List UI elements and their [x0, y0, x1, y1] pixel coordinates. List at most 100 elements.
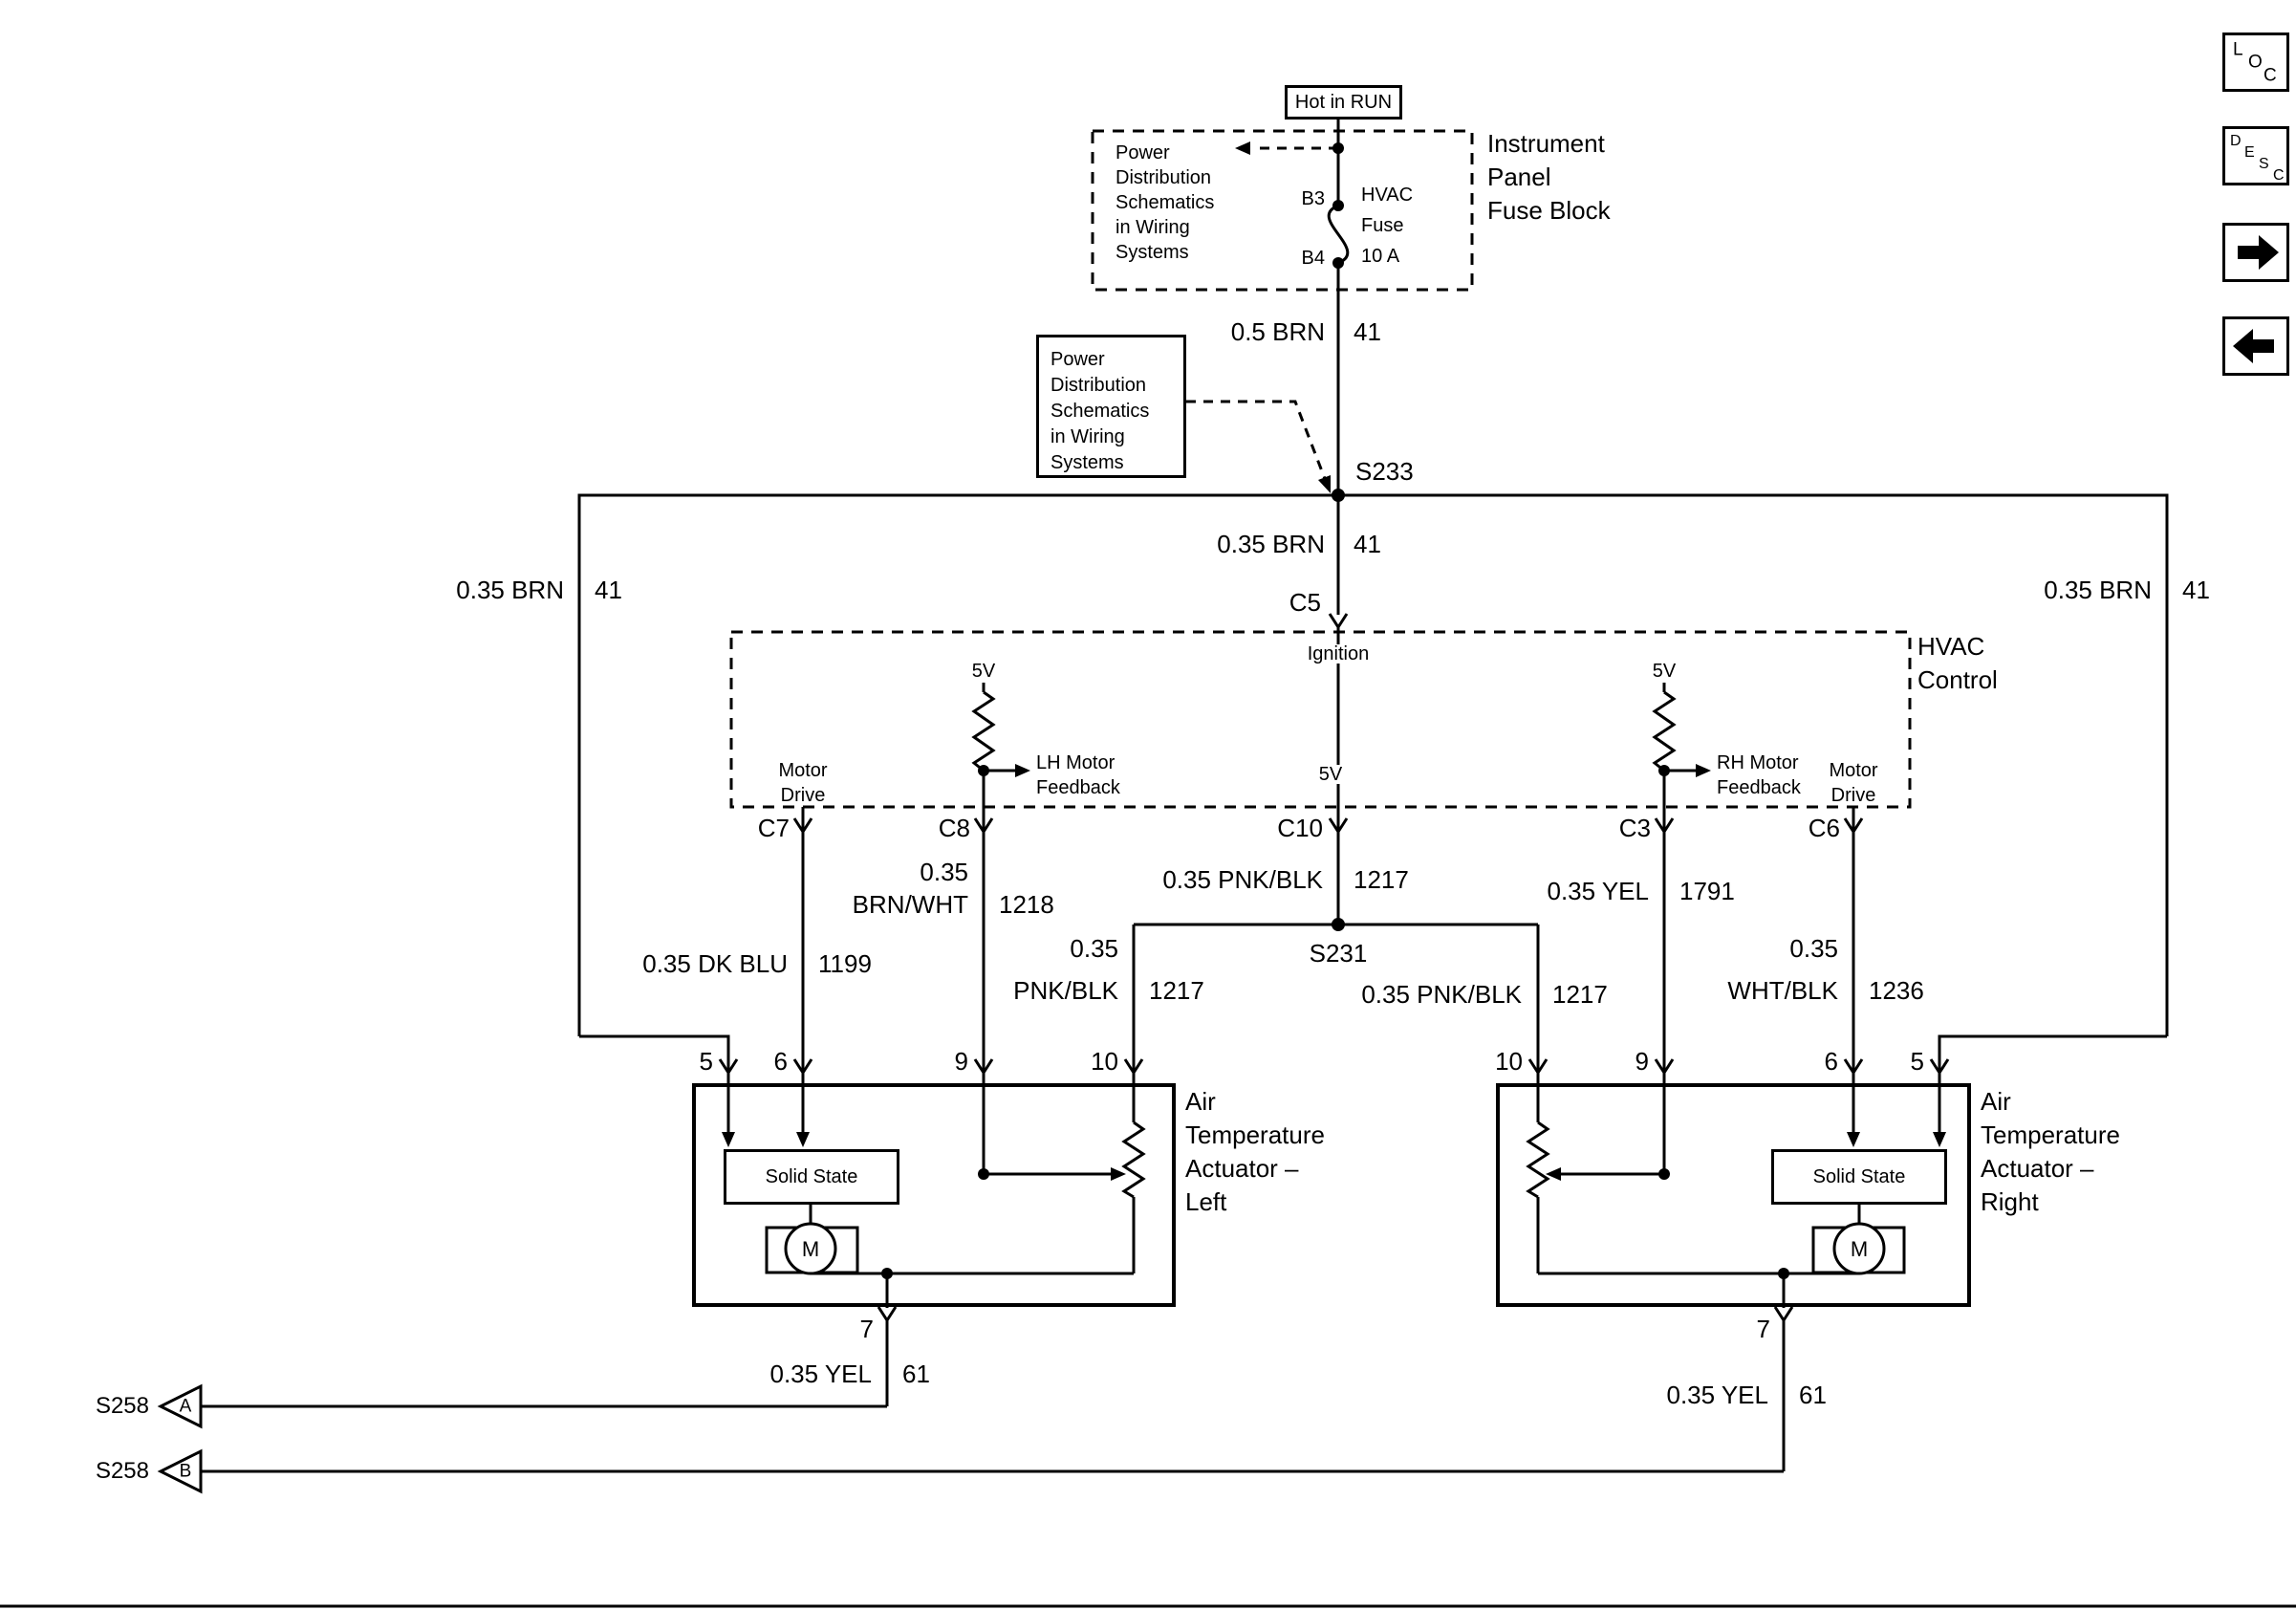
loc-letter: C — [2264, 65, 2277, 86]
circuit-61: 61 — [1799, 1381, 1827, 1409]
wire-branch-right-label: 0.35 PNK/BLK — [1361, 980, 1522, 1009]
left-actuator-title-line: Air — [1185, 1087, 1216, 1116]
left-actuator-resistor — [1121, 1120, 1146, 1199]
solid-state-right-box: Solid State — [1771, 1149, 1947, 1205]
right-actuator-outline — [1496, 1083, 1971, 1307]
s258-b-triangle — [157, 1448, 203, 1494]
left-pin-5: 5 — [699, 1047, 713, 1076]
motor-drive-left-line: Motor — [778, 760, 828, 781]
circuit-1217: 1217 — [1149, 976, 1204, 1005]
circuit-41: 41 — [1354, 317, 1381, 346]
loc-letter: L — [2233, 39, 2243, 60]
connector-c3-label: C3 — [1618, 814, 1651, 842]
right-motor-circle — [1832, 1222, 1886, 1275]
power-distribution-note-box: Power Distribution Schematics in Wiring … — [1036, 335, 1186, 478]
inline-connectors — [718, 613, 1950, 1321]
hvac-control-title-line: HVAC — [1917, 632, 1985, 661]
fuse-block-title-line: Fuse Block — [1487, 196, 1611, 225]
hot-in-run-label: Hot in RUN — [1294, 91, 1393, 113]
fuse-pin-b4: B4 — [1301, 248, 1325, 269]
wire-yel-left-label: 0.35 YEL — [769, 1360, 872, 1388]
fuse-note-line: in Wiring — [1116, 217, 1190, 238]
fuse-label-line: Fuse — [1361, 215, 1404, 236]
wire-branch-left-size: 0.35 — [1070, 934, 1118, 963]
right-actuator-title-line: Temperature — [1981, 1120, 2120, 1149]
5v-label-left: 5V — [971, 661, 996, 682]
left-actuator-title-line: Actuator – — [1185, 1154, 1299, 1183]
desc-letter: S — [2259, 156, 2269, 172]
connector-c6-label: C6 — [1808, 814, 1840, 842]
splice-s258-b-label: S258 — [95, 1458, 149, 1484]
forward-button[interactable] — [2222, 223, 2289, 282]
hvac-control-title-line: Control — [1917, 665, 1998, 694]
fuse-label-line: 10 A — [1361, 246, 1400, 267]
back-button[interactable] — [2222, 316, 2289, 376]
right-motor-label: M — [1850, 1237, 1869, 1261]
forward-arrow-icon — [2238, 235, 2279, 270]
wire-label-035brn-left: 0.35 BRN — [456, 576, 564, 604]
note-box-line: Power — [1051, 349, 1105, 370]
5v-label-center: 5V — [1313, 765, 1348, 784]
splice-s233-label: S233 — [1355, 457, 1414, 486]
solid-state-left-box: Solid State — [724, 1149, 899, 1205]
motor-drive-right-line: Motor — [1829, 760, 1878, 781]
wire-c6-size: 0.35 — [1789, 934, 1838, 963]
circuit-1218: 1218 — [999, 890, 1054, 919]
s231-splice-dot — [1332, 918, 1345, 931]
note-box-line: Systems — [1051, 452, 1124, 473]
connector-c10-label: C10 — [1277, 814, 1323, 842]
left-pin-6: 6 — [773, 1047, 788, 1076]
fuse-block-title-line: Panel — [1487, 163, 1551, 191]
right-pin-7: 7 — [1756, 1315, 1770, 1343]
wire-label-035brn-right: 0.35 BRN — [2044, 576, 2152, 604]
fuse-block-title-line: Instrument — [1487, 129, 1605, 158]
right-pin-5: 5 — [1910, 1047, 1924, 1076]
ignition-label: Ignition — [1302, 644, 1375, 664]
circuit-1791: 1791 — [1679, 877, 1735, 905]
connector-c5-label: C5 — [1289, 588, 1321, 617]
desc-letter: D — [2230, 133, 2242, 149]
desc-letter: C — [2273, 167, 2285, 184]
right-pin-9: 9 — [1635, 1047, 1649, 1076]
lh-feedback-line: Feedback — [1036, 777, 1120, 798]
5v-label-right: 5V — [1652, 661, 1677, 682]
wire-c10-label: 0.35 PNK/BLK — [1162, 865, 1323, 894]
wire-yel-right-label: 0.35 YEL — [1666, 1381, 1768, 1409]
arrowheads — [722, 141, 2279, 1181]
wire-label-035brn-center: 0.35 BRN — [1217, 530, 1325, 558]
note-box-line: in Wiring — [1051, 426, 1125, 447]
right-pin-10: 10 — [1495, 1047, 1523, 1076]
desc-letter: E — [2244, 144, 2255, 161]
lh-feedback-resistor — [971, 690, 996, 772]
loc-button[interactable] — [2222, 33, 2289, 92]
left-pin-9: 9 — [954, 1047, 968, 1076]
circuit-1217: 1217 — [1354, 865, 1409, 894]
fuse-element — [1327, 204, 1350, 265]
rh-feedback-line: RH Motor — [1717, 752, 1799, 773]
fuse-label-line: HVAC — [1361, 185, 1414, 206]
note-box-line: Distribution — [1051, 375, 1147, 396]
solid-state-right-label: Solid State — [1812, 1165, 1906, 1187]
circuit-61: 61 — [902, 1360, 930, 1388]
right-actuator-title-line: Air — [1981, 1087, 2011, 1116]
rh-feedback-line: Feedback — [1717, 777, 1801, 798]
loc-letter: O — [2248, 52, 2263, 73]
fuse-note-line: Systems — [1116, 242, 1189, 263]
hot-in-run-tag: Hot in RUN — [1285, 85, 1402, 120]
wire-c6-color: WHT/BLK — [1727, 976, 1838, 1005]
rh-feedback-resistor — [1652, 690, 1677, 772]
back-arrow-icon — [2233, 329, 2274, 363]
wire-c7-label: 0.35 DK BLU — [642, 949, 788, 978]
left-pin-10: 10 — [1091, 1047, 1118, 1076]
wire-c8-size: 0.35 — [920, 858, 968, 886]
circuit-1199: 1199 — [818, 949, 872, 978]
connector-c8-label: C8 — [938, 814, 970, 842]
circuit-1236: 1236 — [1869, 976, 1924, 1005]
connector-c7-label: C7 — [757, 814, 790, 842]
desc-button[interactable] — [2222, 126, 2289, 185]
circuit-41: 41 — [1354, 530, 1381, 558]
left-motor-label: M — [801, 1237, 820, 1261]
splice-s258-b-pin: B — [179, 1461, 192, 1482]
